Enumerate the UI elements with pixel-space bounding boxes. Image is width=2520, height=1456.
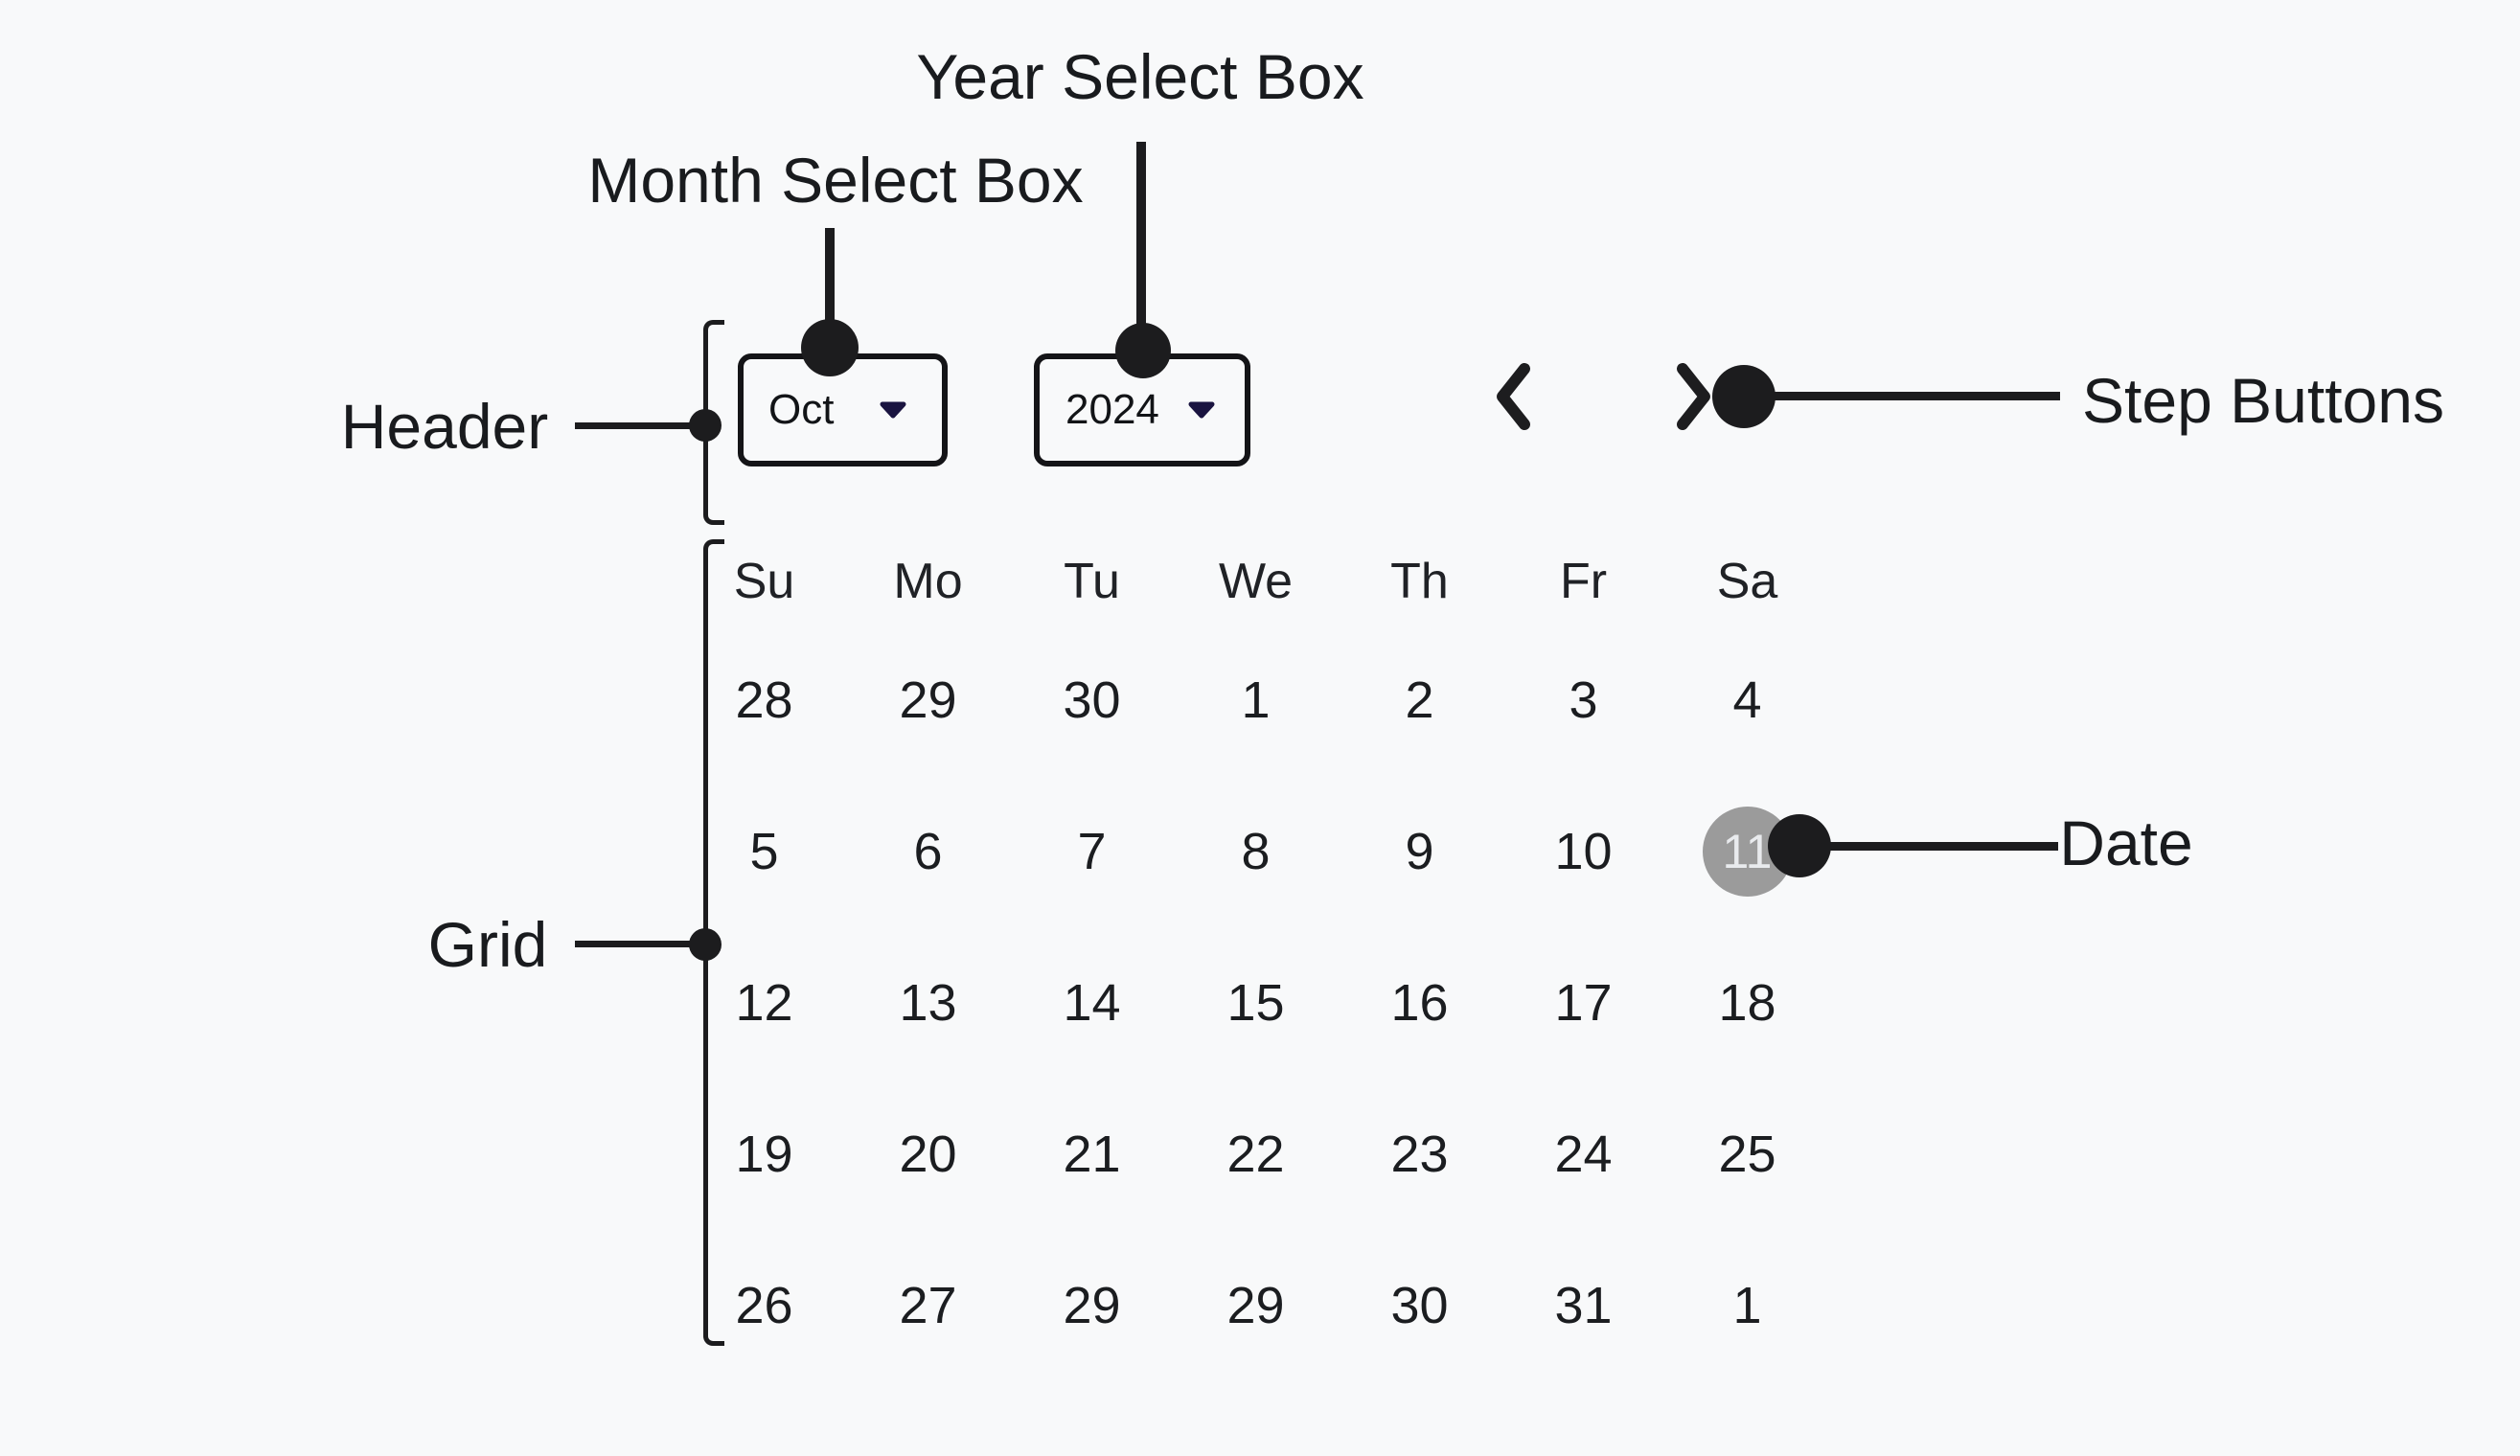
grid-callout-dot (689, 928, 722, 961)
header-callout-dot (689, 409, 722, 442)
weekday-sa: Sa (1716, 554, 1778, 609)
chevron-left-icon (1490, 360, 1538, 433)
date-annotation: Date (2059, 808, 2193, 878)
day-cell[interactable]: 20 (899, 1126, 957, 1183)
weekday-su: Su (733, 554, 795, 609)
next-month-button[interactable] (1669, 360, 1717, 433)
day-cell[interactable]: 9 (1405, 823, 1434, 880)
chevron-down-icon (879, 400, 907, 420)
day-cell[interactable]: 28 (735, 671, 793, 729)
day-cell[interactable]: 13 (899, 974, 957, 1032)
day-cell[interactable]: 29 (1226, 1277, 1285, 1334)
day-cell[interactable]: 31 (1554, 1277, 1613, 1334)
day-cell[interactable]: 8 (1241, 823, 1271, 880)
chevron-down-icon (1187, 400, 1216, 420)
weekday-fr: Fr (1559, 554, 1608, 609)
month-callout-line (825, 228, 835, 333)
day-cell[interactable]: 18 (1718, 974, 1776, 1032)
day-cell[interactable]: 4 (1732, 671, 1762, 729)
weekday-tu: Tu (1064, 554, 1120, 609)
day-cell[interactable]: 14 (1063, 974, 1121, 1032)
month-callout-dot (801, 319, 859, 376)
day-cell[interactable]: 3 (1569, 671, 1598, 729)
year-select-annotation: Year Select Box (916, 41, 1364, 112)
day-cell[interactable]: 24 (1554, 1126, 1613, 1183)
day-cell[interactable]: 6 (913, 823, 943, 880)
day-cell[interactable]: 1 (1732, 1277, 1762, 1334)
day-cell[interactable]: 30 (1063, 671, 1121, 729)
day-cell[interactable]: 27 (899, 1277, 957, 1334)
header-annotation: Header (340, 391, 549, 462)
header-callout-line (575, 422, 703, 429)
date-callout-dot (1768, 814, 1831, 877)
month-select-annotation: Month Select Box (587, 145, 1084, 216)
prev-month-button[interactable] (1490, 360, 1538, 433)
day-cell[interactable]: 10 (1554, 823, 1613, 880)
day-cell[interactable]: 30 (1390, 1277, 1449, 1334)
day-cell[interactable]: 21 (1063, 1126, 1121, 1183)
day-cell[interactable]: 7 (1077, 823, 1107, 880)
day-cell[interactable]: 16 (1390, 974, 1449, 1032)
grid-callout-line (575, 941, 703, 947)
month-select-value: Oct (768, 386, 835, 433)
day-cell[interactable]: 23 (1390, 1126, 1449, 1183)
day-cell[interactable]: 5 (749, 823, 779, 880)
year-select-value: 2024 (1065, 386, 1159, 433)
day-cell[interactable]: 26 (735, 1277, 793, 1334)
chevron-right-icon (1669, 360, 1717, 433)
weekday-th: Th (1390, 554, 1449, 609)
year-callout-line (1136, 142, 1146, 333)
day-cell[interactable]: 15 (1226, 974, 1285, 1032)
day-cell[interactable]: 22 (1226, 1126, 1285, 1183)
day-cell[interactable]: 12 (735, 974, 793, 1032)
day-cell[interactable]: 29 (1063, 1277, 1121, 1334)
date-callout-line (1813, 842, 2058, 851)
day-cell[interactable]: 19 (735, 1126, 793, 1183)
step-buttons-annotation: Step Buttons (2082, 365, 2444, 436)
day-cell[interactable]: 1 (1241, 671, 1271, 729)
year-callout-dot (1115, 323, 1171, 378)
step-callout-line (1761, 392, 2060, 400)
day-cell[interactable]: 17 (1554, 974, 1613, 1032)
day-cell[interactable]: 2 (1405, 671, 1434, 729)
day-cell[interactable]: 29 (899, 671, 957, 729)
day-cell[interactable]: 25 (1718, 1126, 1776, 1183)
grid-annotation: Grid (427, 909, 548, 980)
weekday-mo: Mo (893, 554, 963, 609)
weekday-we: We (1218, 554, 1294, 609)
step-callout-dot (1712, 365, 1775, 428)
